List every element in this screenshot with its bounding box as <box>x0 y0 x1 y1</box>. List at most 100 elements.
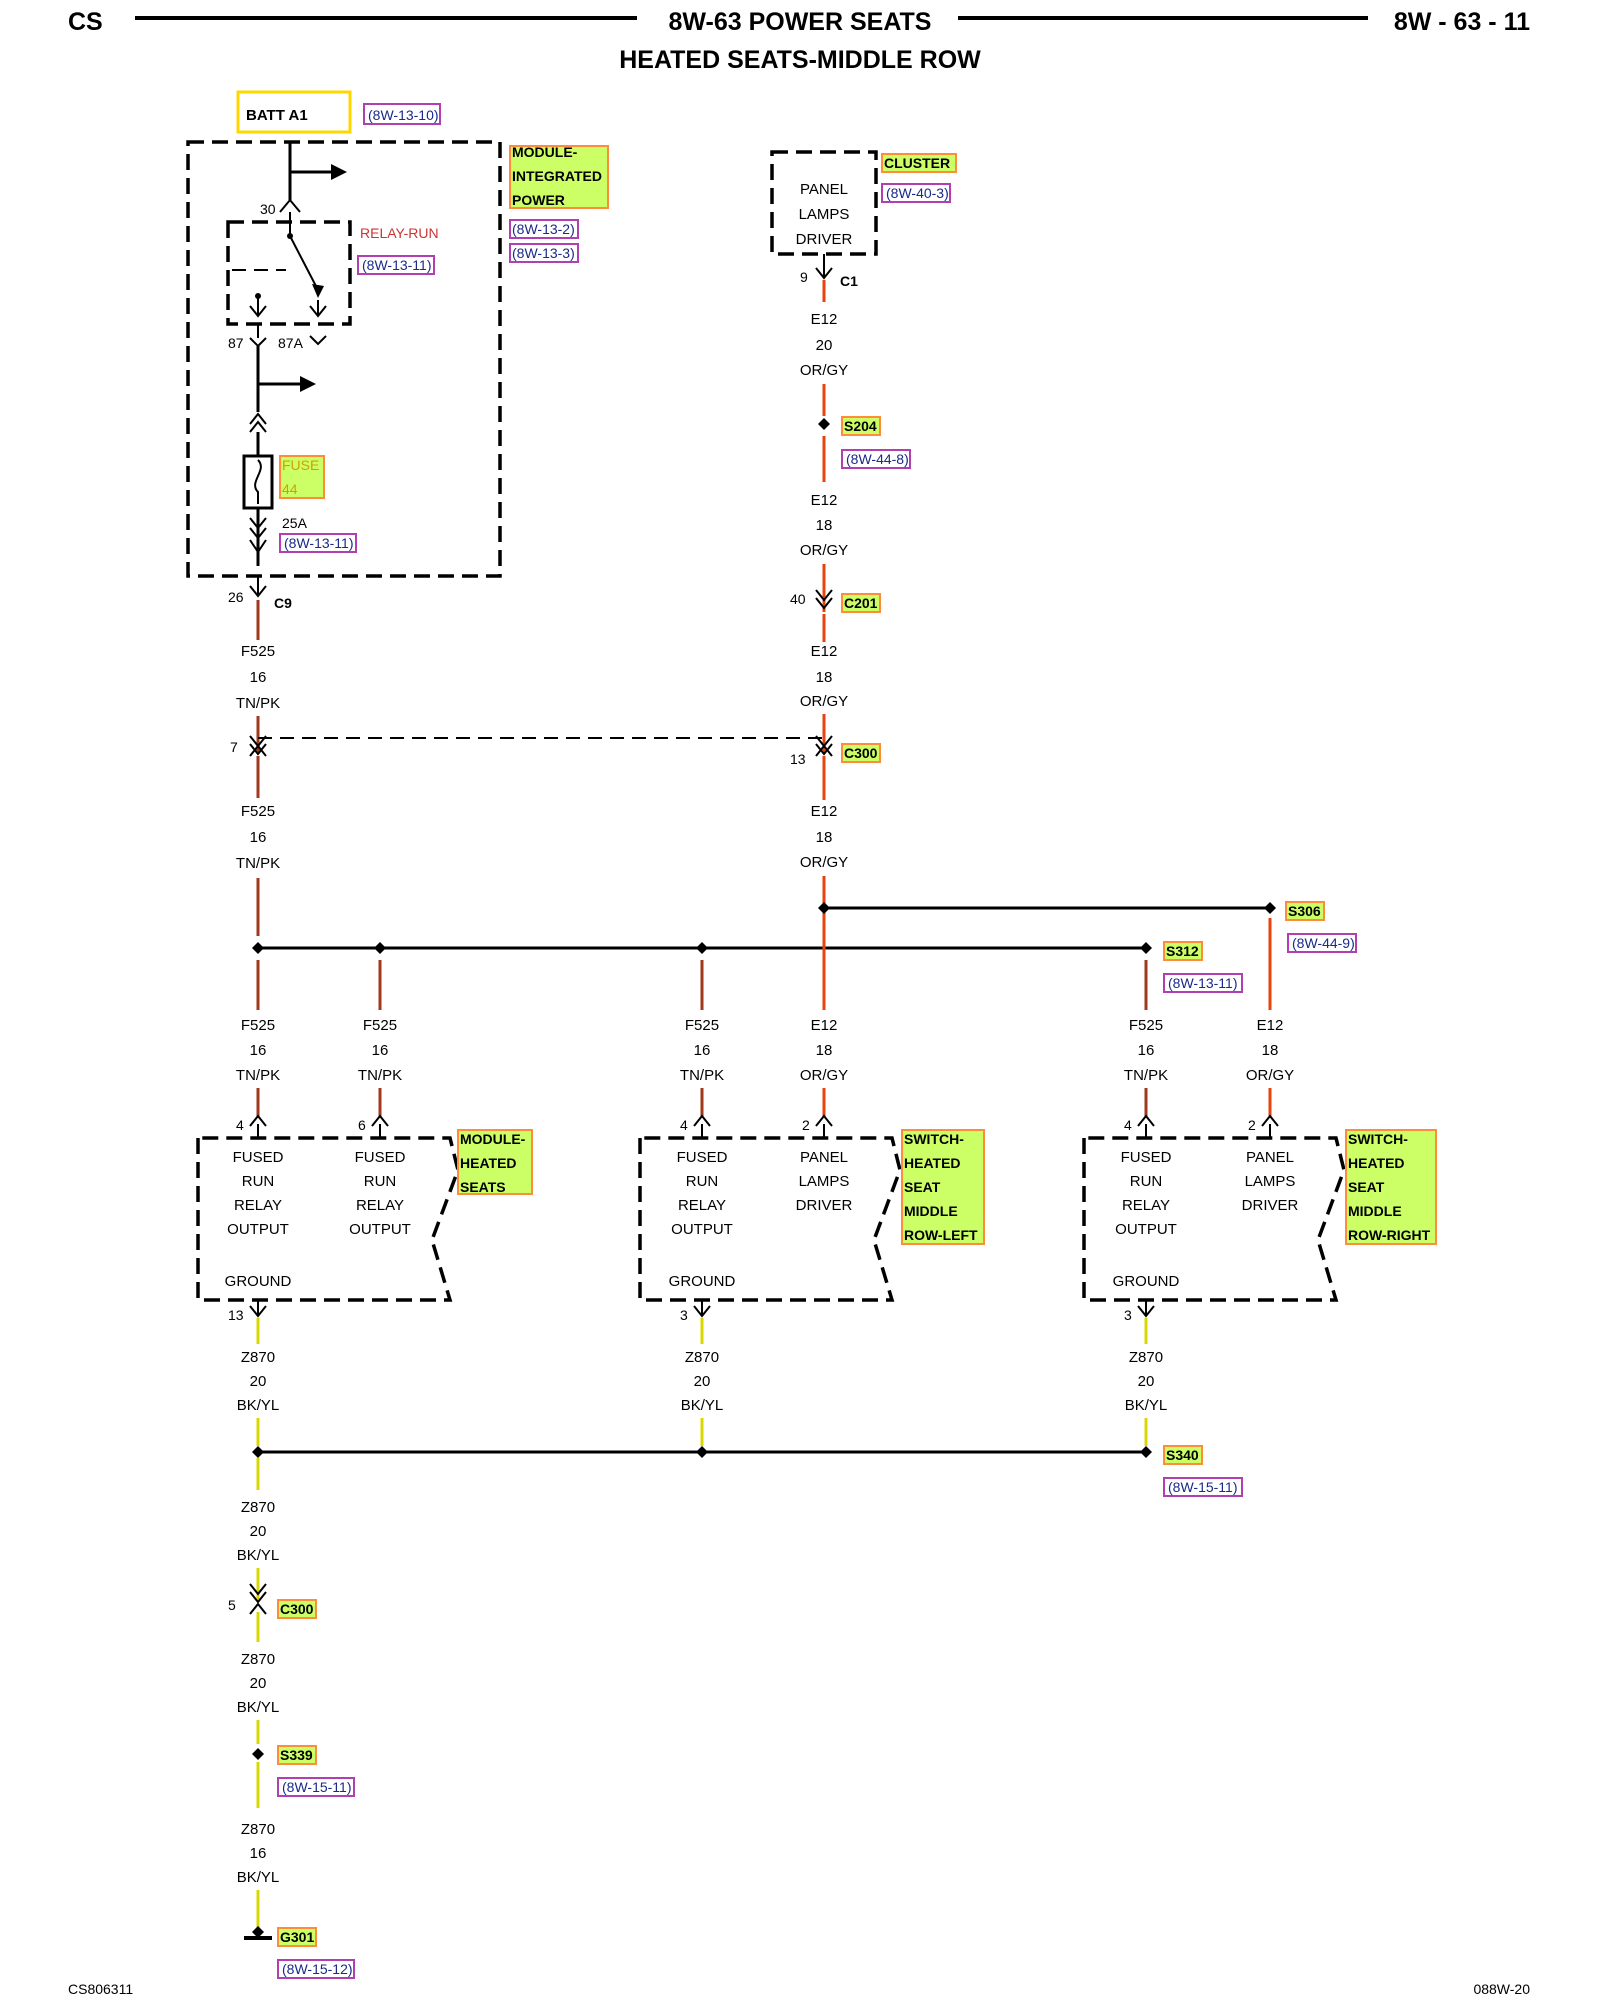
pin87-label: 87 <box>228 335 244 351</box>
swr-ground: GROUND <box>1113 1273 1180 1290</box>
switch-left-box <box>638 1136 902 1302</box>
swr-pin3: 3 <box>1124 1307 1132 1323</box>
swl-ground: GROUND <box>669 1273 736 1290</box>
s204-tag <box>841 416 881 436</box>
relay-switch-tip <box>312 284 324 298</box>
fuse-bot-chevron2 <box>249 527 267 540</box>
swr-l3: SEAT <box>1348 1179 1385 1195</box>
e12c-gauge: 18 <box>816 669 833 686</box>
c300a-pin-right: 13 <box>790 751 806 767</box>
e12f-circuit: E12 <box>1257 1017 1284 1034</box>
ground-bus-node-1 <box>252 1446 264 1458</box>
swl-output: OUTPUT <box>671 1221 733 1238</box>
f525a-circuit: F525 <box>241 643 275 660</box>
z870b-circuit: Z870 <box>685 1349 719 1366</box>
c300a-tag <box>841 743 881 763</box>
s340-label: S340 <box>1166 1447 1199 1463</box>
mod-output-1: OUTPUT <box>227 1221 289 1238</box>
mod-pin13: 13 <box>228 1307 244 1323</box>
swl-pin3-chevron <box>693 1305 711 1318</box>
s339-ref-box <box>277 1777 355 1797</box>
relay-out-arrowhead <box>300 376 316 392</box>
s306-splice <box>1264 902 1276 914</box>
cluster-label: CLUSTER <box>884 155 950 171</box>
swl-run: RUN <box>686 1173 719 1190</box>
s204-ref-box <box>841 449 911 469</box>
mod-run-1: RUN <box>242 1173 275 1190</box>
module-power-ref2[interactable]: (8W-13-3) <box>512 245 575 261</box>
mod-pin6: 6 <box>358 1117 366 1133</box>
s339-splice <box>252 1748 264 1760</box>
batt-ref[interactable]: (8W-13-10) <box>368 107 439 123</box>
relay-run-ref[interactable]: (8W-13-11) <box>362 257 432 273</box>
e12f-gauge: 18 <box>1262 1042 1279 1059</box>
swl-l3: SEAT <box>904 1179 941 1195</box>
module-power-ref1[interactable]: (8W-13-2) <box>512 221 575 237</box>
swl-l1: SWITCH- <box>904 1131 964 1147</box>
e12c-circuit: E12 <box>811 643 838 660</box>
switch-right-box <box>1082 1136 1346 1302</box>
swl-panel: PANEL <box>800 1149 848 1166</box>
mod-seats-l2: HEATED <box>460 1155 517 1171</box>
g301-ref[interactable]: (8W-15-12) <box>282 1961 353 1977</box>
e12e-circuit: E12 <box>811 1017 838 1034</box>
s312-ref[interactable]: (8W-13-11) <box>1168 975 1238 991</box>
f525a-gauge: 16 <box>250 669 267 686</box>
s204-ref[interactable]: (8W-44-8) <box>846 451 909 467</box>
c300b-female <box>249 1602 267 1615</box>
s340-ref-box <box>1163 1477 1243 1497</box>
pin87a-chevron <box>309 335 327 346</box>
c300b-tag <box>277 1599 317 1619</box>
pin87-chevron <box>249 337 267 348</box>
s306-ref[interactable]: (8W-44-9) <box>1292 935 1355 951</box>
e12b-color: OR/GY <box>800 542 848 559</box>
fuse-element <box>254 459 262 504</box>
mod-output-2: OUTPUT <box>349 1221 411 1238</box>
z870f-gauge: 16 <box>250 1845 267 1862</box>
e12b-circuit: E12 <box>811 492 838 509</box>
c300b-male1 <box>249 1583 267 1596</box>
cluster-l1: PANEL <box>800 181 848 198</box>
z870a-gauge: 20 <box>250 1373 267 1390</box>
f525f-color: TN/PK <box>1124 1067 1168 1084</box>
swl-pin2-chevron <box>815 1114 833 1127</box>
z870d-color: BK/YL <box>237 1547 280 1564</box>
f525b-color: TN/PK <box>236 855 280 872</box>
cluster-l3: DRIVER <box>796 231 853 248</box>
c201-tag <box>841 593 881 613</box>
z870e-circuit: Z870 <box>241 1651 275 1668</box>
cluster-ref[interactable]: (8W-40-3) <box>886 185 949 201</box>
cluster-box <box>770 150 878 256</box>
s340-ref[interactable]: (8W-15-11) <box>1168 1479 1238 1495</box>
z870e-color: BK/YL <box>237 1699 280 1716</box>
f525b-circuit: F525 <box>241 803 275 820</box>
e12a-circuit: E12 <box>811 311 838 328</box>
f525c-color: TN/PK <box>236 1067 280 1084</box>
z870c-circuit: Z870 <box>1129 1349 1163 1366</box>
e12c-color: OR/GY <box>800 693 848 710</box>
s339-ref[interactable]: (8W-15-11) <box>282 1779 352 1795</box>
swl-fused: FUSED <box>677 1149 728 1166</box>
pin30-chevron <box>279 198 301 213</box>
cluster-ref-box <box>881 183 951 203</box>
s340-splice <box>1140 1446 1152 1458</box>
fuse-ref[interactable]: (8W-13-11) <box>284 535 354 551</box>
swl-l5: ROW-LEFT <box>904 1227 978 1243</box>
e12b-gauge: 18 <box>816 517 833 534</box>
mod-pin4: 4 <box>236 1117 244 1133</box>
header-title: 8W-63 POWER SEATS <box>669 8 932 36</box>
s312-tag <box>1163 941 1203 961</box>
mod-seats-tag <box>457 1129 533 1195</box>
swl-driver: DRIVER <box>796 1197 853 1214</box>
relay-87-arrow <box>249 305 267 318</box>
z870f-color: BK/YL <box>237 1869 280 1886</box>
swr-lamps: LAMPS <box>1245 1173 1296 1190</box>
batt-branch-arrowhead <box>331 164 347 180</box>
c300b-pin: 5 <box>228 1597 236 1613</box>
c201-pin: 40 <box>790 591 806 607</box>
relay-87a-arrow <box>309 305 327 318</box>
mod-pin13-chevron <box>249 1305 267 1318</box>
swl-l2: HEATED <box>904 1155 961 1171</box>
ground-symbol-node <box>252 1926 264 1938</box>
